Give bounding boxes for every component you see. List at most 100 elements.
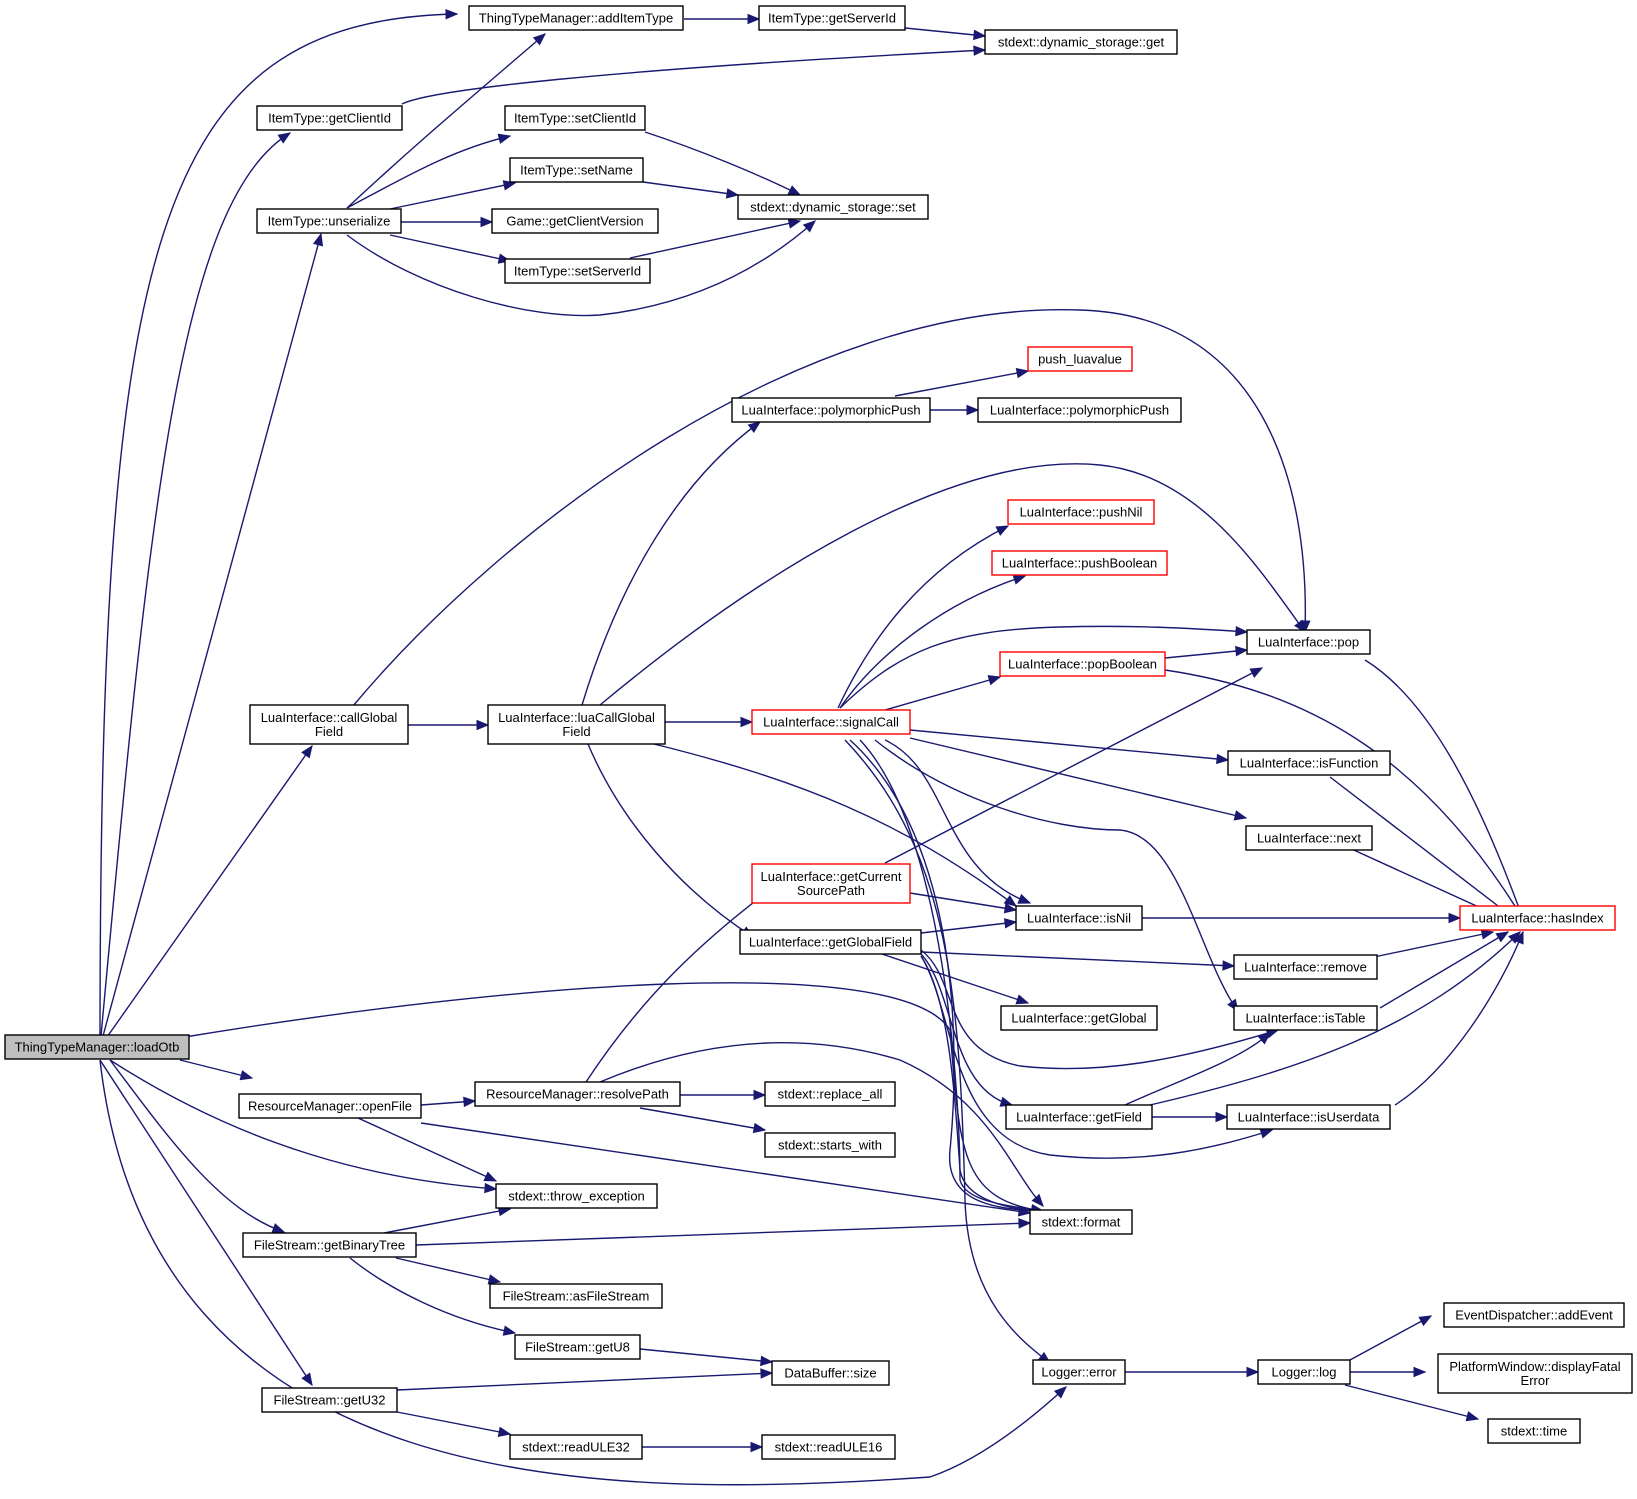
node-get-binary-tree[interactable]: FileStream::getBinaryTree [242, 1232, 417, 1258]
node-resolve-path[interactable]: ResourceManager::resolvePath [474, 1081, 681, 1107]
node-label: stdext::starts_with [778, 1138, 882, 1153]
node-ds-get[interactable]: stdext::dynamic_storage::get [984, 29, 1178, 55]
node-get-u8[interactable]: FileStream::getU8 [514, 1334, 641, 1360]
arrowhead [445, 9, 459, 20]
edge-loggerlog-addevent [1349, 1315, 1432, 1361]
edge-getbinarytree-getu8 [349, 1257, 516, 1334]
node-is-nil[interactable]: LuaInterface::isNil [1015, 905, 1143, 931]
node-box [1233, 1005, 1378, 1031]
node-logger-error[interactable]: Logger::error [1032, 1359, 1126, 1385]
node-poly-push2[interactable]: LuaInterface::polymorphicPush [977, 397, 1182, 423]
node-read-u-l-e16[interactable]: stdext::readULE16 [761, 1434, 896, 1460]
arrowhead [239, 1070, 254, 1081]
node-add-event[interactable]: EventDispatcher::addEvent [1443, 1302, 1625, 1328]
node-open-file[interactable]: ResourceManager::openFile [238, 1093, 422, 1119]
edge-resolvepath-startswith [639, 1107, 766, 1131]
node-label: Game::getClientVersion [506, 214, 643, 229]
node-load-otb[interactable]: ThingTypeManager::loadOtb [4, 1034, 190, 1060]
node-get-client-version[interactable]: Game::getClientVersion [491, 208, 659, 234]
arrowhead [463, 1096, 477, 1108]
node-unserialize[interactable]: ItemType::unserialize [256, 208, 402, 234]
node-box [751, 863, 911, 904]
edge-loadotb-getu32 [99, 1059, 313, 1386]
node-pop-boolean[interactable]: LuaInterface::popBoolean [999, 651, 1166, 677]
node-throw-exception[interactable]: stdext::throw_exception [495, 1183, 658, 1209]
node-set-server-id[interactable]: ItemType::setServerId [504, 258, 651, 284]
edge-getfield-istable [1124, 1032, 1271, 1106]
node-remove[interactable]: LuaInterface::remove [1233, 954, 1378, 980]
node-get-field[interactable]: LuaInterface::getField [1005, 1104, 1153, 1130]
node-replace-all[interactable]: stdext::replace_all [764, 1081, 896, 1107]
node-label: LuaInterface::getField [1016, 1110, 1142, 1125]
node-push-boolean[interactable]: LuaInterface::pushBoolean [991, 550, 1168, 576]
arrowhead [753, 1089, 767, 1101]
node-push-luavalue[interactable]: push_luavalue [1027, 346, 1133, 372]
edge-getcurrentsourcepath-pop [884, 667, 1263, 864]
node-label: LuaInterface::callGlobal [261, 710, 398, 725]
node-box [1007, 499, 1155, 525]
arrowhead [271, 1223, 286, 1233]
arrowhead [480, 216, 494, 228]
node-label: stdext::dynamic_storage::get [998, 35, 1165, 50]
node-logger-log[interactable]: Logger::log [1257, 1359, 1351, 1385]
node-set-name[interactable]: ItemType::setName [509, 157, 644, 183]
edge-loadotb-format [184, 982, 1044, 1212]
node-box [4, 1034, 190, 1060]
arrowhead [973, 45, 987, 56]
node-get-client-id[interactable]: ItemType::getClientId [256, 105, 403, 131]
node-pop[interactable]: LuaInterface::pop [1246, 629, 1371, 655]
arrowhead [502, 180, 517, 191]
node-is-table[interactable]: LuaInterface::isTable [1233, 1005, 1378, 1031]
edge-getglobalfield-istable [920, 949, 1279, 1070]
node-box [1246, 629, 1371, 655]
node-next[interactable]: LuaInterface::next [1245, 825, 1373, 851]
node-box [238, 1093, 422, 1119]
node-read-u-l-e32[interactable]: stdext::readULE32 [509, 1434, 643, 1460]
arrowhead [747, 13, 761, 25]
node-signal-call[interactable]: LuaInterface::signalCall [751, 709, 911, 735]
edge-signalcall-istable [874, 739, 1239, 1012]
node-get-global[interactable]: LuaInterface::getGlobal [1000, 1005, 1158, 1031]
node-poly-push1[interactable]: LuaInterface::polymorphicPush [731, 397, 931, 423]
node-label: FileStream::getBinaryTree [254, 1238, 405, 1253]
node-ds-set[interactable]: stdext::dynamic_storage::set [737, 194, 929, 220]
edge-setname-dsset [642, 181, 739, 196]
node-get-u32[interactable]: FileStream::getU32 [261, 1387, 398, 1413]
node-box [1443, 1302, 1625, 1328]
node-label: LuaInterface::polymorphicPush [741, 403, 920, 418]
node-set-client-id[interactable]: ItemType::setClientId [504, 105, 646, 131]
edge-popboolean-hasindex [1164, 669, 1524, 920]
edges-layer [99, 13, 1524, 1486]
node-push-nil[interactable]: LuaInterface::pushNil [1007, 499, 1155, 525]
node-get-server-id[interactable]: ItemType::getServerId [758, 5, 906, 31]
arrowhead [1495, 931, 1510, 943]
node-is-function[interactable]: LuaInterface::isFunction [1227, 750, 1391, 776]
node-get-global-field[interactable]: LuaInterface::getGlobalField [739, 929, 922, 955]
arrowhead [1003, 903, 1018, 914]
node-has-index[interactable]: LuaInterface::hasIndex [1459, 905, 1616, 931]
edge-unserialize-setserverid [389, 234, 511, 262]
node-db-size[interactable]: DataBuffer::size [771, 1360, 890, 1386]
node-format[interactable]: stdext::format [1029, 1209, 1133, 1235]
edge-signalcall-popboolean [884, 676, 1001, 711]
edge-getglobalfield-remove [920, 951, 1235, 967]
node-label: stdext::throw_exception [508, 1189, 645, 1204]
node-box [764, 1081, 896, 1107]
node-label: stdext::time [1501, 1424, 1567, 1439]
arrowhead [995, 525, 1010, 536]
node-as-file-stream[interactable]: FileStream::asFileStream [489, 1283, 663, 1309]
node-label: LuaInterface::signalCall [763, 715, 899, 730]
edge-loadotb-unserialize [99, 233, 322, 1048]
node-starts-with[interactable]: stdext::starts_with [764, 1132, 896, 1158]
node-is-userdata[interactable]: LuaInterface::isUserdata [1226, 1104, 1391, 1130]
node-time[interactable]: stdext::time [1487, 1418, 1581, 1444]
node-box [1226, 1104, 1391, 1130]
arrowhead [1003, 894, 1018, 907]
arrowhead [476, 719, 490, 731]
node-add-item-type[interactable]: ThingTypeManager::addItemType [468, 5, 684, 31]
